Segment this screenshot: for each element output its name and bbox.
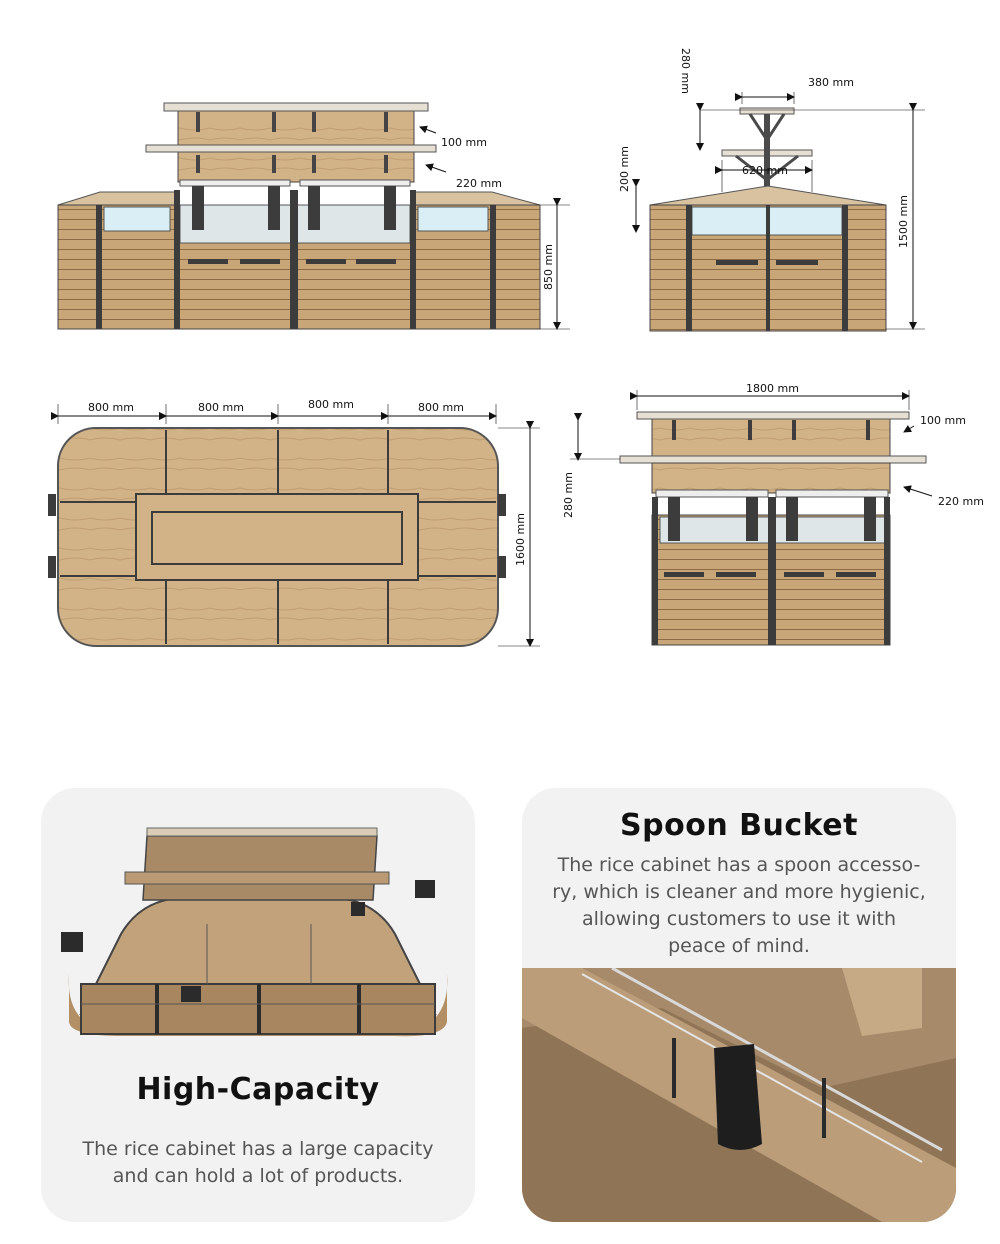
end-total-width-dim: 1800 mm (746, 382, 799, 395)
spoon-bucket-title: Spoon Bucket (620, 808, 858, 843)
high-capacity-description: The rice cabinet has a large capacity an… (41, 1136, 475, 1190)
spoon-bucket-description-line-2: ry, which is cleaner and more hygienic, (552, 881, 926, 903)
front-top-shelf-dim: 100 mm (441, 136, 487, 149)
top-depth-dim: 1600 mm (514, 513, 527, 566)
end-view: 1800 mm 100 mm 280 mm 220 mm (562, 382, 984, 646)
technical-drawing: 100 mm 220 mm 850 mm 380 mm 620 mm 280 m… (48, 48, 984, 647)
side-view: 380 mm 620 mm 280 mm 200 mm 1500 mm (618, 48, 925, 332)
spoon-bucket-card: Spoon Bucket The rice cabinet has a spoo… (522, 788, 956, 1222)
high-capacity-description-line-1: The rice cabinet has a large capacity (82, 1138, 434, 1160)
top-view: 800 mm 800 mm 800 mm 800 mm 1600 mm (48, 398, 540, 647)
end-shelf-spacing-dim: 280 mm (562, 472, 575, 518)
front-view: 100 mm 220 mm 850 mm (57, 102, 570, 330)
high-capacity-card: High-Capacity The rice cabinet has a lar… (41, 788, 475, 1222)
spoon-bucket-photo (522, 968, 956, 1222)
end-top-shelf-dim: 100 mm (920, 414, 966, 427)
top-bay-width-dim-2: 800 mm (198, 401, 244, 414)
high-capacity-description-line-2: and can hold a lot of products. (112, 1165, 404, 1187)
spoon-bucket-description-line-3: allowing customers to use it with (581, 908, 897, 930)
high-capacity-title: High-Capacity (136, 1072, 380, 1107)
spoon-bucket-description-line-4: peace of mind. (668, 935, 810, 957)
top-bay-width-dim-3: 800 mm (308, 398, 354, 411)
front-body-height-dim: 850 mm (542, 244, 555, 290)
side-top-rack-height-dim: 280 mm (679, 48, 692, 94)
spoon-bucket-description: The rice cabinet has a spoon accesso- ry… (522, 852, 956, 960)
side-lower-rack-width-dim: 620 mm (742, 164, 788, 177)
side-top-rack-width-dim: 380 mm (808, 76, 854, 89)
spoon-bucket-description-line-1: The rice cabinet has a spoon accesso- (557, 854, 921, 876)
top-bay-width-dim-1: 800 mm (88, 401, 134, 414)
side-total-height-dim: 1500 mm (897, 195, 910, 248)
cabinet-render-photo (61, 827, 448, 1037)
end-lower-shelf-dim: 220 mm (938, 495, 984, 508)
top-bay-width-dim-4: 800 mm (418, 401, 464, 414)
front-lower-shelf-dim: 220 mm (456, 177, 502, 190)
side-roof-height-dim: 200 mm (618, 146, 631, 192)
